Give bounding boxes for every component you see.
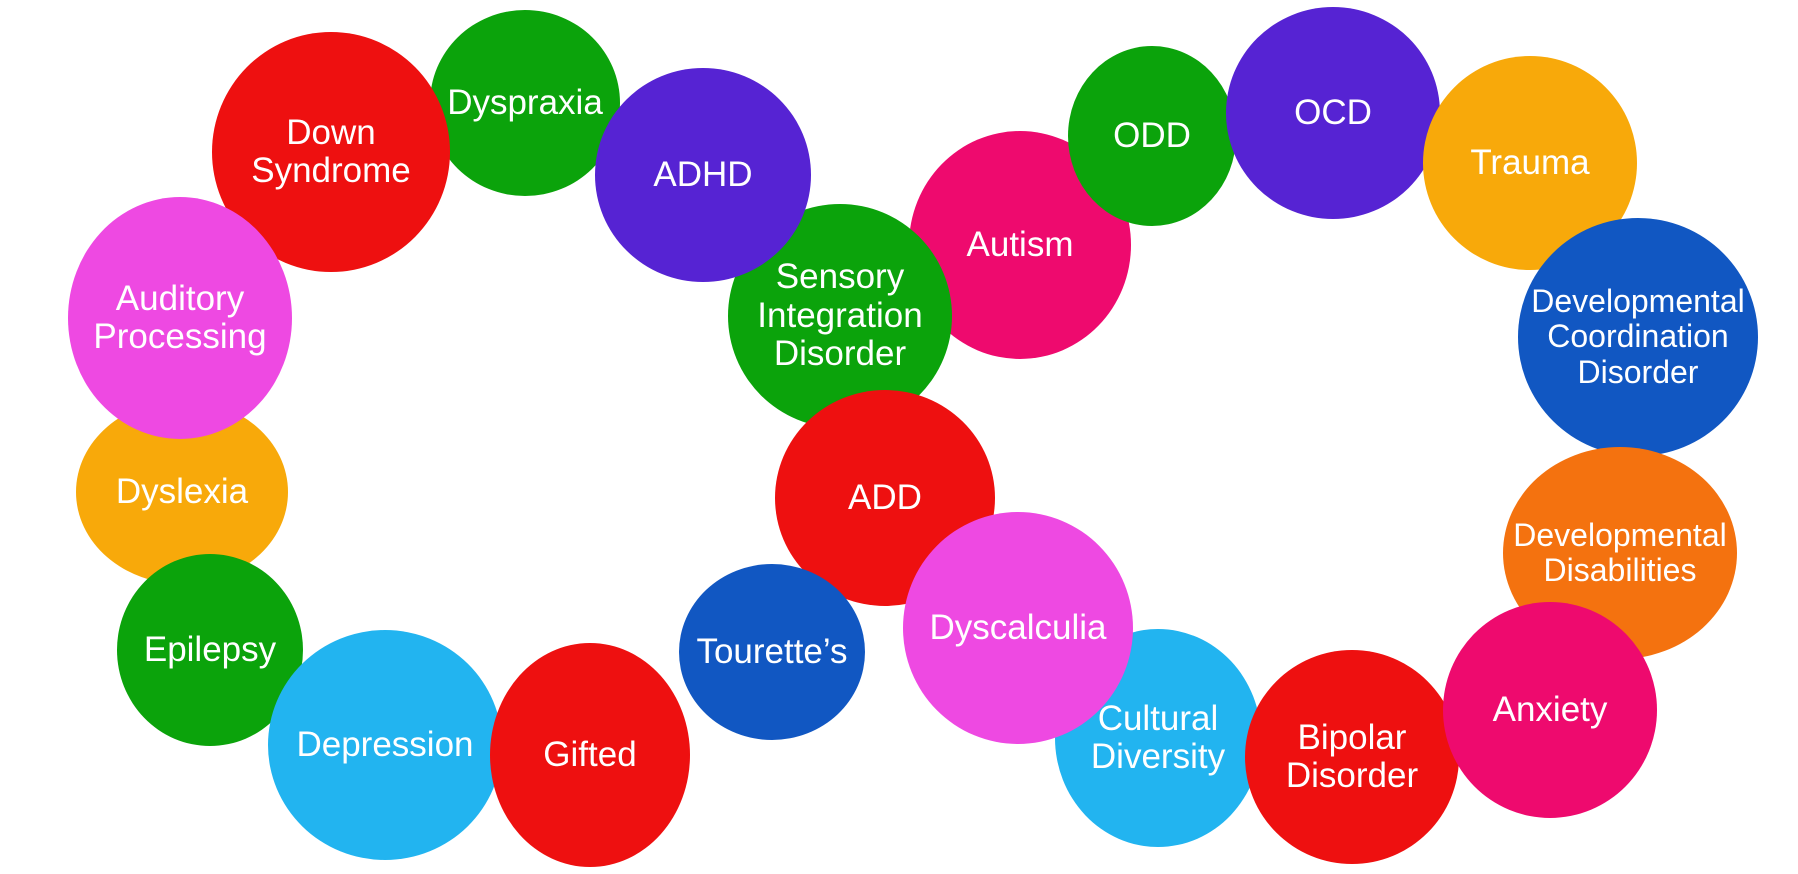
- bubble-label-down-syndrome: Down Syndrome: [251, 112, 411, 190]
- bubble-label-dyslexia: Dyslexia: [115, 471, 249, 511]
- bubble-label-ocd: OCD: [1294, 92, 1372, 132]
- bubble-adhd: ADHD: [595, 68, 811, 282]
- bubble-gifted: Gifted: [490, 643, 690, 867]
- bubble-bipolar-disorder: Bipolar Disorder: [1245, 650, 1459, 864]
- bubble-label-epilepsy: Epilepsy: [143, 629, 277, 669]
- bubble-label-adhd: ADHD: [653, 154, 753, 194]
- bubble-label-dyscalculia: Dyscalculia: [929, 607, 1107, 647]
- bubble-auditory-processing: Auditory Processing: [68, 197, 292, 439]
- bubble-label-developmental-disabilities: Developmental Disabilities: [1513, 516, 1727, 588]
- bubble-label-dyspraxia: Dyspraxia: [447, 82, 603, 122]
- bubble-developmental-coordination-disorder: Developmental Coordination Disorder: [1518, 218, 1758, 456]
- bubble-label-anxiety: Anxiety: [1492, 689, 1608, 729]
- bubble-ocd: OCD: [1226, 7, 1440, 219]
- bubble-label-tourettes: Tourette’s: [696, 631, 848, 671]
- bubble-label-gifted: Gifted: [543, 734, 637, 774]
- bubble-label-add: ADD: [848, 477, 922, 517]
- bubble-dyspraxia: Dyspraxia: [430, 10, 620, 196]
- bubble-label-developmental-coordination-disorder: Developmental Coordination Disorder: [1531, 283, 1745, 390]
- bubble-label-cultural-diversity: Cultural Diversity: [1090, 698, 1226, 776]
- bubble-label-auditory-processing: Auditory Processing: [93, 278, 267, 356]
- bubble-label-odd: ODD: [1113, 115, 1191, 155]
- bubble-label-autism: Autism: [966, 224, 1074, 264]
- bubble-depression: Depression: [268, 630, 502, 860]
- bubble-odd: ODD: [1068, 46, 1236, 226]
- bubble-anxiety: Anxiety: [1443, 602, 1657, 818]
- bubble-label-sensory-integration-disorder: Sensory Integration Disorder: [757, 257, 923, 374]
- bubble-tourettes: Tourette’s: [679, 564, 865, 740]
- bubble-dyscalculia: Dyscalculia: [903, 512, 1133, 744]
- bubble-label-depression: Depression: [296, 724, 474, 764]
- bubble-label-trauma: Trauma: [1470, 142, 1590, 182]
- bubble-label-bipolar-disorder: Bipolar Disorder: [1285, 717, 1419, 795]
